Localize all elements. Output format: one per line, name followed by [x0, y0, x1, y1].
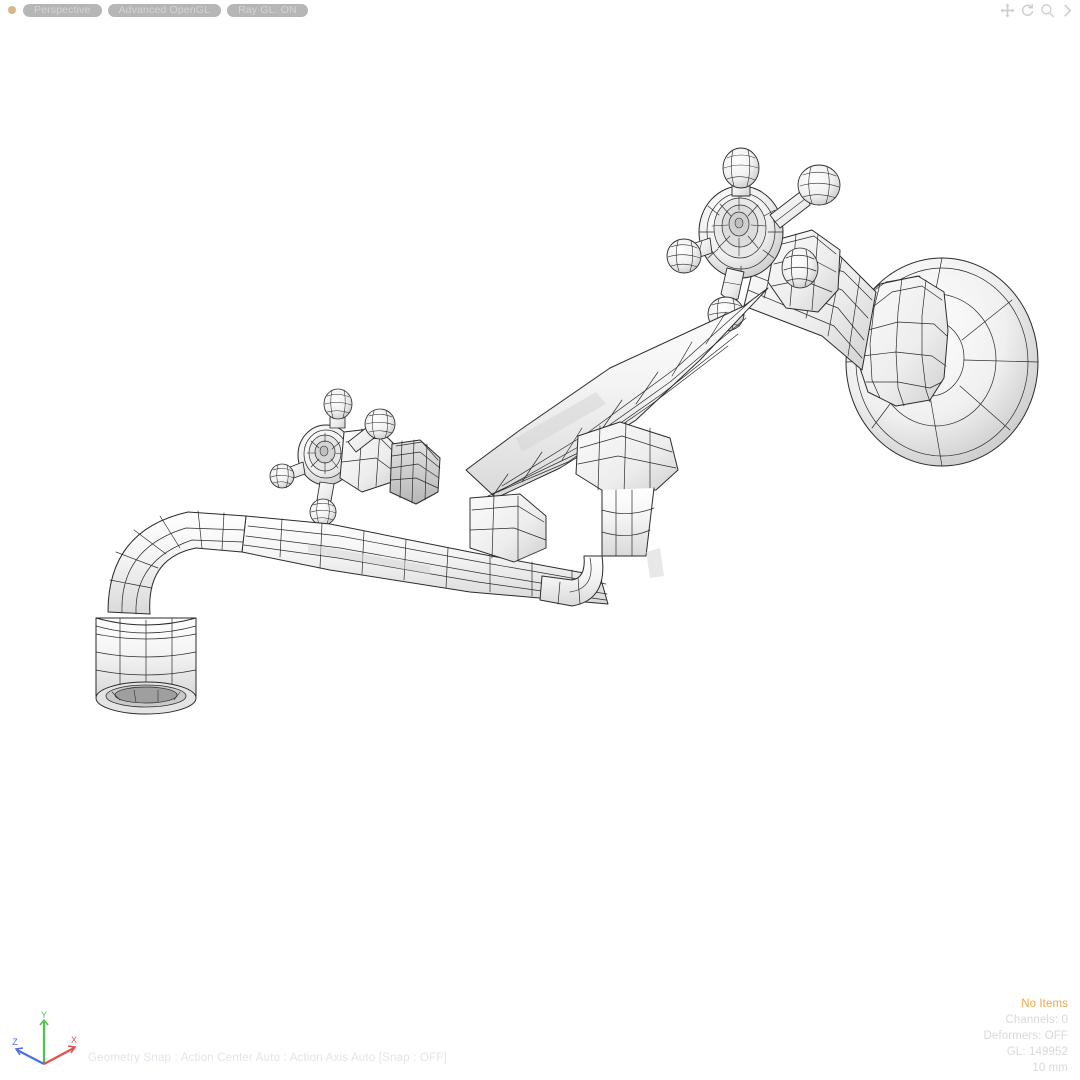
stat-grid-size: 10 mm — [1032, 1062, 1068, 1074]
axis-x-line — [43, 1047, 75, 1065]
ray-gl-toggle-button[interactable]: Ray GL: ON — [227, 3, 308, 17]
axis-x-label: X — [71, 1035, 77, 1045]
chevron-right-icon[interactable] — [1060, 3, 1075, 18]
pan-icon[interactable] — [1000, 2, 1015, 18]
axis-y-arrow — [39, 1018, 49, 1026]
axis-y-label: Y — [41, 1010, 47, 1020]
axis-gizmo[interactable]: Y X Z — [8, 1008, 88, 1078]
stat-items: No Items — [1021, 998, 1068, 1010]
scene-stats-panel: No Items Channels: 0 Deformers: OFF GL: … — [984, 996, 1068, 1076]
axis-z-line — [16, 1049, 45, 1065]
stat-gl: GL: 149952 — [1006, 1046, 1068, 1058]
axis-z-arrow — [14, 1047, 24, 1056]
shading-mode-button[interactable]: Advanced OpenGL — [107, 3, 222, 17]
rotate-icon[interactable] — [1020, 3, 1035, 18]
stat-deformers: Deformers: OFF — [983, 1030, 1068, 1042]
viewport-header-tools — [1000, 2, 1080, 18]
axis-x-arrow — [67, 1045, 77, 1054]
viewport-preset-button[interactable]: Perspective — [23, 3, 102, 17]
snap-status-bar: Geometry Snap : Action Center Auto : Act… — [88, 1052, 448, 1064]
axis-z-label: Z — [12, 1037, 18, 1047]
stat-channels: Channels: 0 — [1005, 1014, 1068, 1026]
viewport-active-indicator-dot — [8, 6, 16, 14]
viewport-header-left: Perspective Advanced OpenGL Ray GL: ON — [0, 3, 308, 17]
viewport-header: Perspective Advanced OpenGL Ray GL: ON — [0, 0, 1080, 20]
zoom-icon[interactable] — [1040, 3, 1055, 18]
